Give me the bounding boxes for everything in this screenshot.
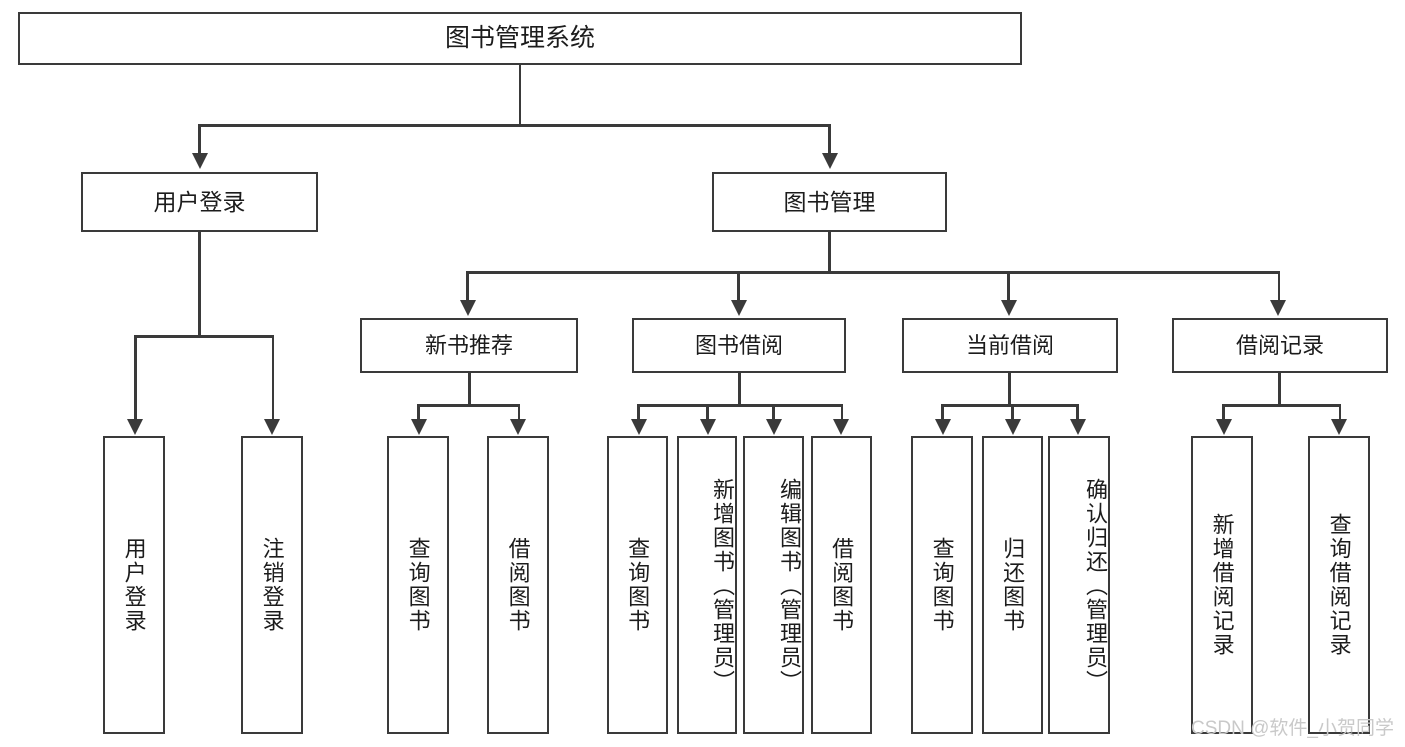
leaf-add-borrow-record[interactable]: 新增借阅记录 — [1191, 436, 1253, 734]
arrow-to-leaf-logout — [264, 419, 280, 435]
connector-new-book-stem — [468, 373, 471, 405]
node-group-book-borrow-label: 图书借阅 — [694, 332, 783, 358]
connector-borrow-record-arm-1 — [1222, 404, 1225, 420]
connector-book-mgmt-arm-1 — [466, 271, 469, 301]
arrow-to-leaf-add-book — [699, 419, 716, 435]
connector-book-borrow-arm-3 — [772, 404, 775, 420]
node-group-new-book[interactable]: 新书推荐 — [360, 318, 578, 373]
connector-book-mgmt-arm-3 — [1007, 271, 1010, 301]
arrow-to-leaf-query-book-c — [934, 419, 951, 435]
connector-book-borrow-bar — [637, 404, 843, 407]
connector-new-book-bar — [417, 404, 520, 407]
leaf-query-book-current[interactable]: 查询图书 — [911, 436, 973, 734]
connector-book-borrow-arm-1 — [637, 404, 640, 420]
connector-current-borrow-stem — [1008, 373, 1011, 405]
connector-user-login-bar — [134, 335, 274, 338]
connector-borrow-record-arm-2 — [1338, 404, 1341, 420]
connector-current-borrow-arm-2 — [1011, 404, 1014, 420]
connector-book-mgmt-arm-2 — [737, 271, 740, 301]
node-root-system[interactable]: 图书管理系统 — [18, 12, 1022, 65]
leaf-add-borrow-record-label: 新增借阅记录 — [1209, 513, 1235, 657]
node-group-current-borrow[interactable]: 当前借阅 — [902, 318, 1118, 373]
connector-borrow-record-stem — [1278, 373, 1281, 405]
node-group-current-borrow-label: 当前借阅 — [965, 332, 1054, 358]
arrow-root-to-user-login — [191, 153, 208, 169]
leaf-query-borrow-record[interactable]: 查询借阅记录 — [1308, 436, 1370, 734]
arrow-to-leaf-user-login — [126, 419, 143, 435]
arrow-to-group-current-borrow — [1000, 300, 1017, 316]
connector-book-borrow-stem — [738, 373, 741, 405]
connector-book-mgmt-stem — [828, 232, 831, 272]
leaf-edit-book[interactable]: 编辑图书（管理员） — [743, 436, 804, 734]
node-book-management[interactable]: 图书管理 — [712, 172, 947, 232]
arrow-to-leaf-edit-book — [765, 419, 782, 435]
arrow-to-leaf-query-record — [1331, 419, 1347, 435]
leaf-confirm-return-label: 确认归还（管理员） — [1083, 478, 1108, 694]
connector-book-mgmt-bar — [466, 271, 1280, 274]
leaf-borrow-book-label: 借阅图书 — [829, 537, 855, 633]
node-user-login-label: 用户登录 — [153, 188, 246, 215]
leaf-query-book-current-label: 查询图书 — [929, 537, 955, 633]
connector-current-borrow-arm-3 — [1076, 404, 1079, 420]
leaf-add-book-label: 新增图书（管理员） — [710, 478, 735, 694]
leaf-add-book[interactable]: 新增图书（管理员） — [677, 436, 737, 734]
arrow-to-leaf-add-record — [1215, 419, 1232, 435]
node-user-login[interactable]: 用户登录 — [81, 172, 318, 232]
connector-new-book-arm-2 — [517, 404, 520, 420]
leaf-confirm-return[interactable]: 确认归还（管理员） — [1048, 436, 1110, 734]
leaf-query-book-new-label: 查询图书 — [405, 537, 431, 633]
leaf-return-book[interactable]: 归还图书 — [982, 436, 1043, 734]
connector-root-stem — [518, 65, 521, 125]
leaf-logout[interactable]: 注销登录 — [241, 436, 303, 734]
leaf-return-book-label: 归还图书 — [1000, 537, 1026, 633]
node-group-borrow-record[interactable]: 借阅记录 — [1172, 318, 1388, 373]
leaf-query-book-new[interactable]: 查询图书 — [387, 436, 449, 734]
arrow-to-group-borrow-record — [1270, 300, 1286, 316]
connector-user-login-arm-2 — [271, 335, 274, 420]
node-group-new-book-label: 新书推荐 — [424, 332, 513, 358]
connector-root-to-user-login — [198, 124, 201, 154]
leaf-query-book-borrow[interactable]: 查询图书 — [607, 436, 668, 734]
connector-current-borrow-bar — [941, 404, 1078, 407]
connector-root-bar — [198, 124, 830, 127]
arrow-to-leaf-confirm-return — [1069, 419, 1086, 435]
arrow-to-leaf-query-book-b — [630, 419, 647, 435]
connector-borrow-record-bar — [1222, 404, 1341, 407]
node-book-management-label: 图书管理 — [783, 188, 876, 215]
node-group-book-borrow[interactable]: 图书借阅 — [632, 318, 846, 373]
leaf-borrow-book-new-label: 借阅图书 — [505, 537, 531, 633]
leaf-borrow-book-new[interactable]: 借阅图书 — [487, 436, 549, 734]
arrow-to-leaf-borrow-book-a — [510, 419, 526, 435]
connector-book-mgmt-arm-4 — [1277, 271, 1280, 301]
connector-current-borrow-arm-1 — [941, 404, 944, 420]
connector-user-login-arm-1 — [134, 335, 137, 420]
node-group-borrow-record-label: 借阅记录 — [1235, 332, 1324, 358]
leaf-logout-label: 注销登录 — [259, 537, 285, 633]
arrow-to-group-book-borrow — [730, 300, 747, 316]
connector-book-borrow-arm-4 — [840, 404, 843, 420]
leaf-query-borrow-record-label: 查询借阅记录 — [1326, 513, 1352, 657]
arrow-to-leaf-return-book — [1004, 419, 1021, 435]
arrow-root-to-book-mgmt — [821, 153, 838, 169]
leaf-user-login[interactable]: 用户登录 — [103, 436, 165, 734]
leaf-query-book-borrow-label: 查询图书 — [625, 537, 651, 633]
arrow-to-leaf-borrow-book-b — [833, 419, 849, 435]
leaf-user-login-label: 用户登录 — [121, 537, 147, 633]
connector-user-login-stem — [198, 232, 201, 336]
connector-new-book-arm-1 — [417, 404, 420, 420]
arrow-to-leaf-query-book-a — [410, 419, 427, 435]
leaf-edit-book-label: 编辑图书（管理员） — [777, 478, 802, 694]
connector-root-to-book-mgmt — [828, 124, 831, 154]
arrow-to-group-new-book — [459, 300, 476, 316]
node-root-label: 图书管理系统 — [444, 24, 595, 53]
leaf-borrow-book[interactable]: 借阅图书 — [811, 436, 872, 734]
connector-book-borrow-arm-2 — [706, 404, 709, 420]
